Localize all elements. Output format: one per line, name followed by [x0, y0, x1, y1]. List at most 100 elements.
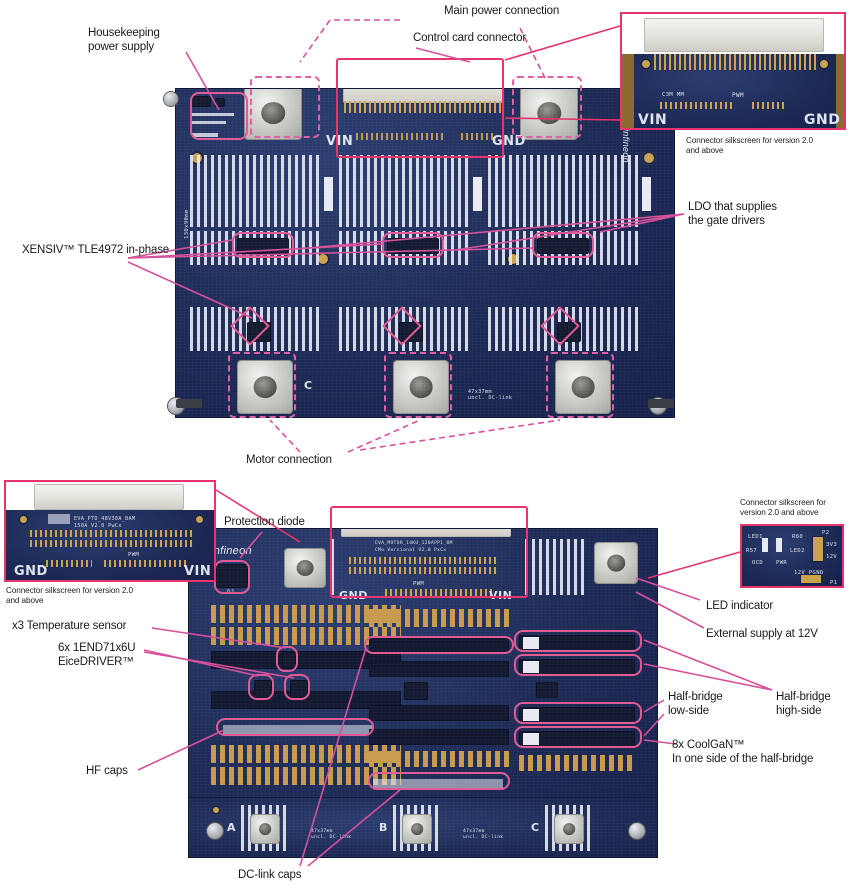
- left-inset-connector-body: [34, 484, 184, 510]
- tle4972-sensor-b: [400, 323, 422, 341]
- left-inset-via-l: [18, 514, 29, 525]
- halfbridge-row-4: [519, 731, 635, 747]
- inset-vin-label: VIN: [638, 112, 668, 128]
- left-inset-gnd-pads: [46, 560, 92, 567]
- housekeeping-silk: [190, 113, 234, 116]
- left-inset-vin: VIN: [184, 564, 212, 579]
- bottom-pwm-pads: [385, 589, 495, 596]
- phase-b-marker: B: [379, 821, 388, 834]
- right-inset-p2: P2: [822, 530, 830, 536]
- label-protection-diode: Protection diode: [224, 516, 305, 528]
- inset-board-edge-left: [622, 54, 634, 128]
- right-inset-ocd: OCD: [752, 560, 764, 566]
- right-inset-connector-p1: [800, 574, 822, 584]
- phase-a-marker: A: [227, 821, 237, 834]
- housekeeping-silk-3: [192, 133, 218, 137]
- bottom-left-inset-caption: Connector silkscreen for version 2.0 and…: [6, 586, 134, 605]
- terminal-barrel-left: [176, 399, 202, 408]
- center-controller-chip: [405, 683, 427, 699]
- label-ldo: LDO that supplies the gate drivers: [688, 201, 777, 227]
- right-header-pads: [525, 539, 585, 595]
- halfbridge-row-1: [519, 635, 635, 651]
- leader-right-inset: [647, 551, 741, 579]
- label-xensiv: XENSIV™ TLE4972 in-phase: [22, 244, 170, 256]
- housekeeping-chip: [192, 97, 210, 106]
- inset-board-edge-right: [836, 54, 844, 128]
- inset-pad-row-a: [660, 102, 734, 109]
- via-top-right: [642, 151, 656, 165]
- hb-white-cap-1: [523, 637, 539, 649]
- right-inset-connector-p2: [812, 536, 824, 562]
- bottom-right-inset-caption: Connector silkscreen for version 2.0 and…: [740, 498, 826, 517]
- bottom-board-code-2: CMo Versional V2.0 PxCx: [375, 548, 447, 553]
- right-inset-r57: R57: [746, 548, 758, 554]
- motor-terminal-top-right: [521, 89, 577, 139]
- eicedriver-1: [255, 681, 271, 697]
- dark-row-center-2: [369, 661, 509, 677]
- motor-terminal-bottom-b: [394, 361, 448, 413]
- ldo-component-c: [642, 177, 651, 211]
- left-inset-gnd: GND: [14, 564, 48, 579]
- left-inset-code: EVA_PTD_48V30A_BAM: [74, 516, 136, 522]
- phase-b-pad-array: [339, 155, 469, 227]
- infineon-logo-bottom: infineon: [211, 545, 252, 557]
- inset-pad-row-b: [752, 102, 786, 109]
- right-inset-led1: LED1: [748, 534, 763, 540]
- gnd-silkscreen-top: GND: [492, 134, 526, 149]
- temp-sensor-1: [283, 653, 295, 667]
- housekeeping-silk-2: [190, 121, 226, 124]
- tle4972-sensor-a: [248, 323, 270, 341]
- phase-c-marker: C: [531, 821, 540, 834]
- right-inset-pwr: PWR: [776, 560, 788, 566]
- leader-motor-b: [347, 419, 421, 453]
- header-pads-top-2: [461, 133, 493, 140]
- left-inset-pad-row-2: [30, 540, 194, 547]
- left-inset-pwm: PWM: [128, 552, 140, 558]
- dark-row-center-3: [369, 705, 509, 721]
- right-inset-led-body-2: [776, 538, 782, 552]
- label-external-supply: External supply at 12V: [706, 628, 818, 640]
- leader-control-card: [415, 47, 471, 63]
- dark-row-center-1: [369, 637, 509, 653]
- right-inset-led2: LED2: [790, 548, 805, 554]
- right-inset-led-body-1: [762, 538, 768, 552]
- leader-main-power-left: [299, 19, 400, 63]
- header-pads-top: [356, 133, 446, 140]
- ldo-component-a: [324, 177, 333, 211]
- bottom-terminal-top-mid: [285, 549, 325, 587]
- bottom-board-photo: infineon D1 EVA_MOTOR_14KU_120APP1_BM CM…: [188, 528, 658, 858]
- left-inset-pwm-pads: [104, 560, 186, 567]
- bottom-via-left: [211, 805, 221, 815]
- right-inset-12v: 12V: [826, 554, 838, 560]
- right-inset-r60: R60: [792, 534, 804, 540]
- inset-connector-body: [644, 18, 824, 52]
- dark-row-center-4: [369, 729, 509, 745]
- phase-b-terminal: [403, 815, 431, 843]
- top-connector-silkscreen-inset: C3M MM PWM VIN GND: [620, 12, 846, 130]
- hf-cap-row-center: [373, 779, 503, 789]
- bottom-right-led-inset: LED1 R57 R60 LED2 OCD PWR P2 3V3 12V 12V…: [740, 524, 844, 588]
- motor-terminal-top-left: [245, 89, 301, 139]
- motor-terminal-bottom-c: [556, 361, 610, 413]
- bottom-pwm-label: PWM: [413, 581, 425, 587]
- bottom-connector-pad-row-1: [349, 557, 499, 564]
- dclink-note-top: 47x37mm uncl. DC-link: [468, 389, 513, 401]
- right-inset-3v3: 3V3: [826, 542, 838, 548]
- leader-hb-high-2: [643, 663, 773, 691]
- ldo-component-b: [473, 177, 482, 211]
- gold-row-center-2: [369, 751, 509, 767]
- leader-motor-a: [269, 419, 301, 453]
- halfbridge-row-3: [519, 707, 635, 723]
- hb-white-cap-4: [523, 733, 539, 745]
- diode-ref-label: D1: [227, 589, 236, 596]
- gold-row-center-1: [369, 609, 509, 627]
- protection-diode-component: [217, 565, 247, 587]
- left-inset-pad-row-1: [30, 530, 194, 537]
- dclink-note-2: 47x37mm uncl. DC-link: [463, 829, 504, 840]
- inset-connector-pins: [654, 54, 816, 70]
- housekeeping-chip-2: [216, 99, 224, 106]
- bottom-gnd-label: GND: [339, 589, 368, 602]
- bottom-board-code: EVA_MOTOR_14KU_120APP1_BM: [375, 541, 453, 546]
- inset-c3m-label: C3M MM: [662, 92, 685, 98]
- halfbridge-row-2: [519, 659, 635, 675]
